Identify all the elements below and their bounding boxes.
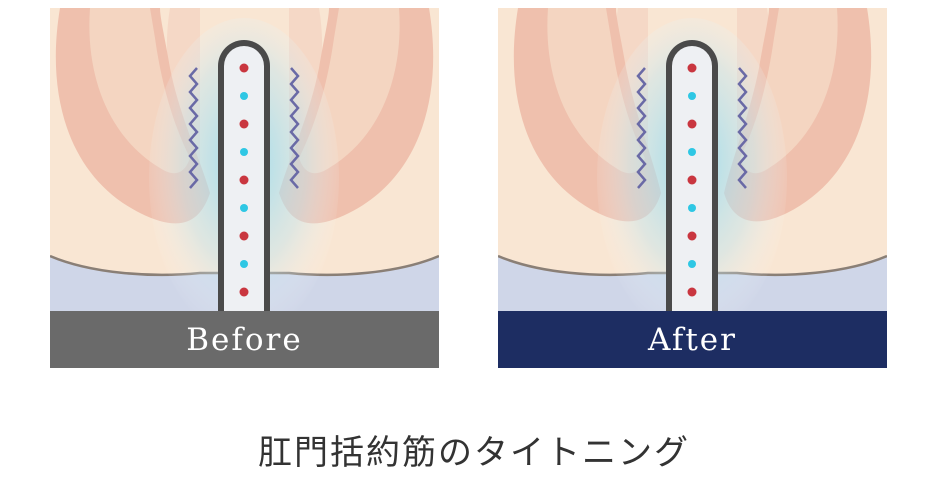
probe-icon (666, 40, 718, 311)
after-label: After (498, 311, 887, 368)
vibration-wave-icon (289, 67, 300, 189)
vibration-wave-icon (636, 67, 647, 189)
before-label: Before (50, 311, 439, 368)
before-illustration (50, 8, 439, 311)
probe-icon (218, 40, 270, 311)
after-panel: After (498, 8, 887, 368)
after-illustration (498, 8, 887, 311)
caption-text: 肛門括約筋のタイトニング (258, 433, 690, 473)
vibration-wave-icon (737, 67, 748, 189)
vibration-wave-icon (188, 67, 199, 189)
before-panel: Before (50, 8, 439, 368)
